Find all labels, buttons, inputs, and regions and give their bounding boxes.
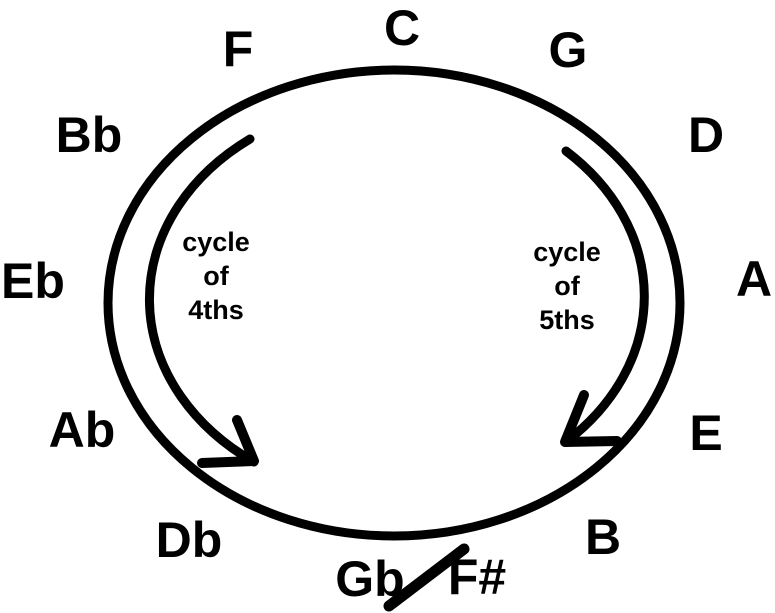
note-label-f-sharp: F# [447,549,507,605]
cycle-of-4ths-label-line1: cycle [182,227,250,257]
note-label-a: A [735,251,773,307]
note-label-d-flat: Db [155,512,223,568]
note-circle-ellipse [103,65,685,541]
note-label-f: F [222,21,254,77]
cycle-of-4ths-arrow [144,134,259,467]
cycle-of-4ths-arrowhead-icon [197,415,259,468]
note-label-e: E [689,405,723,461]
cycle-of-5ths-label-line1: cycle [533,237,601,267]
note-label-b: B [584,509,622,565]
cycle-of-5ths-label: cycle of 5ths [533,235,601,337]
cycle-of-5ths-arrow [561,146,649,446]
cycle-of-4ths-label-line3: 4ths [188,295,244,325]
note-label-e-flat: Eb [1,253,65,309]
note-label-a-flat: Ab [48,402,116,458]
enharmonic-slash-icon [383,543,470,612]
note-label-g-flat: Gb [335,551,405,607]
cycle-of-5ths-label-line3: 5ths [539,305,595,335]
cycle-of-5ths-label-line2: of [554,271,580,301]
cycle-of-5ths-arrowhead-icon [560,390,622,447]
cycle-of-4ths-label: cycle of 4ths [182,225,250,327]
note-label-g: G [548,22,588,78]
note-label-c: C [383,0,421,56]
cycle-of-4ths-label-line2: of [203,261,229,291]
note-label-d: D [687,107,725,163]
note-label-b-flat: Bb [55,107,123,163]
